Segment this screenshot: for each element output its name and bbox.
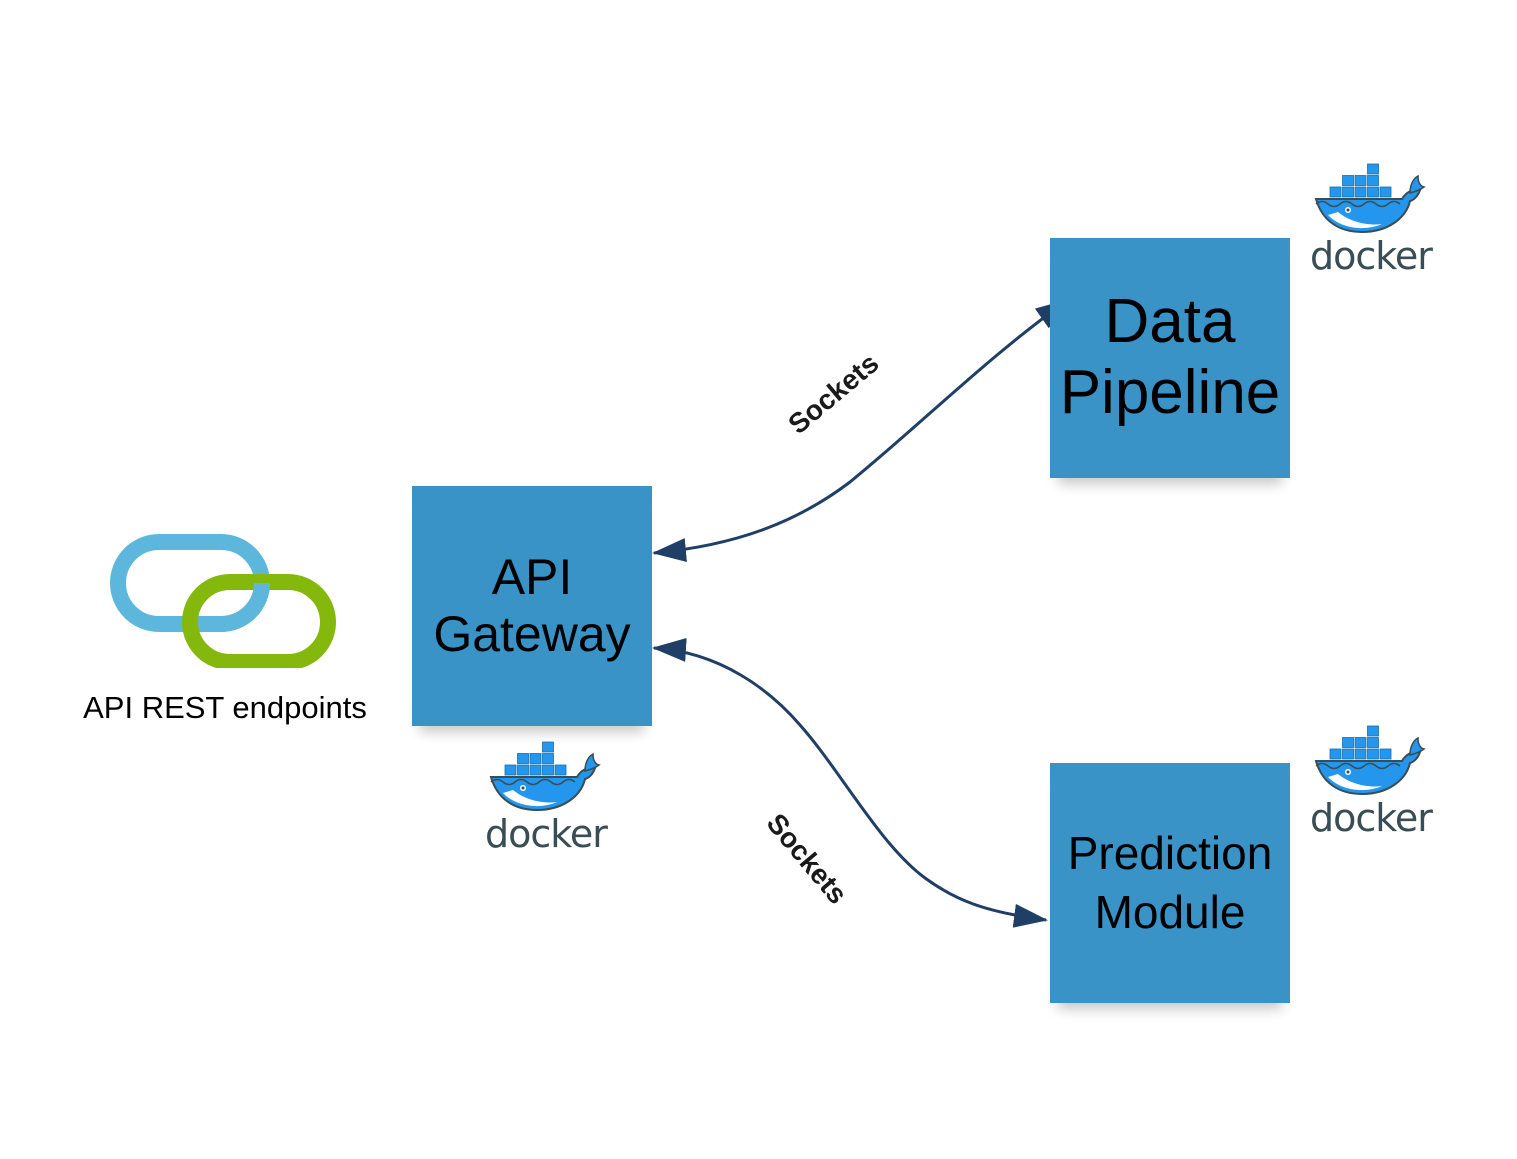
rest-endpoints-caption: API REST endpoints (83, 690, 367, 725)
docker-wordmark: docker (1310, 796, 1433, 840)
data-pipeline-node[interactable]: Data Pipeline (1050, 238, 1290, 478)
docker-whale-icon (1314, 725, 1426, 796)
prediction-module-label: Prediction Module (1067, 827, 1273, 938)
edge-gateway-prediction (652, 637, 1048, 928)
docker-wordmark: docker (485, 812, 608, 856)
docker-logo-gateway: docker (485, 738, 608, 858)
prediction-module-node[interactable]: Prediction Module (1050, 763, 1290, 1003)
docker-wordmark: docker (1310, 234, 1433, 278)
chain-link-icon (110, 534, 336, 668)
edge-gateway-pipeline (652, 298, 1070, 562)
docker-whale-icon (1314, 163, 1426, 234)
docker-logo-pipeline: docker (1310, 160, 1433, 280)
data-pipeline-label: Data Pipeline (1059, 287, 1281, 427)
api-gateway-label: API Gateway (433, 549, 631, 662)
docker-logo-prediction: docker (1310, 722, 1433, 842)
docker-whale-icon (489, 741, 601, 812)
api-gateway-node[interactable]: API Gateway (412, 486, 652, 726)
